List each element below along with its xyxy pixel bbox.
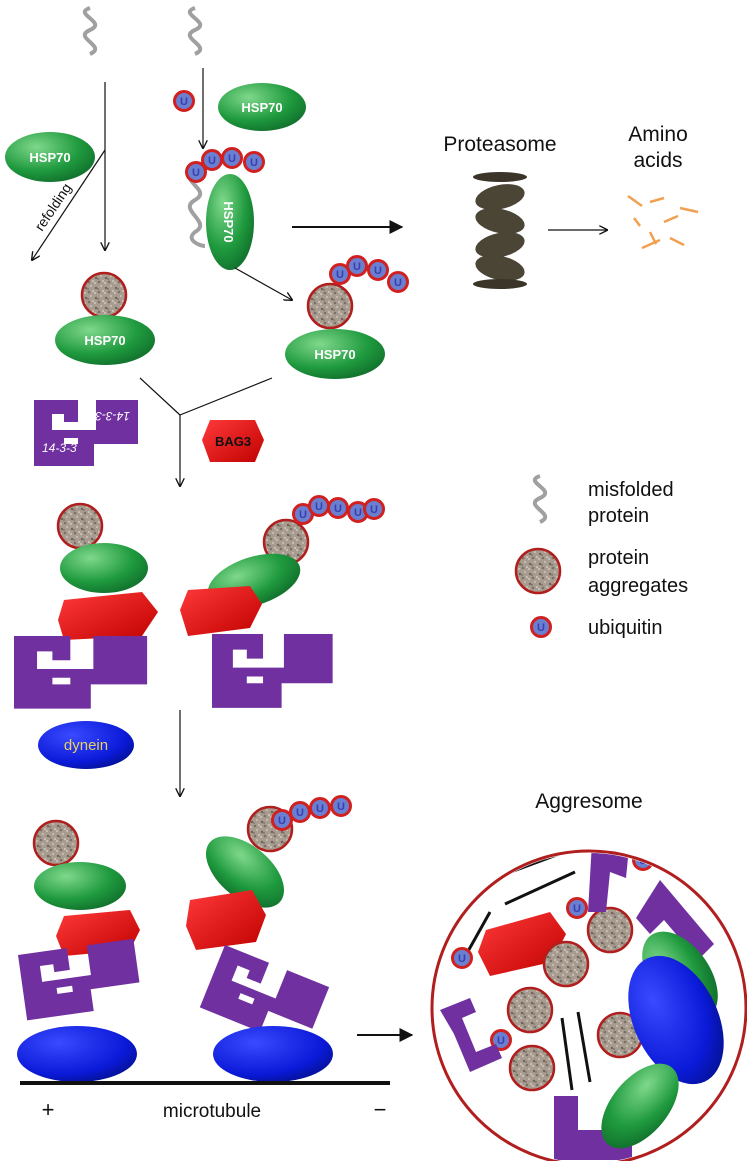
refolding-arrow xyxy=(32,149,106,260)
misfolded-protein-icon xyxy=(532,474,548,524)
ubiquitin-icon xyxy=(173,90,195,112)
refolding-label: refolding xyxy=(31,180,74,233)
svg-text:HSP70: HSP70 xyxy=(221,201,236,242)
adapter-14-3-3-icon: 14-3-3 14-3-3 xyxy=(34,400,138,466)
svg-text:14-3-3: 14-3-3 xyxy=(95,409,130,423)
proteasome-icon xyxy=(473,172,527,289)
bag3-icon: BAG3 xyxy=(202,420,264,462)
protein-aggregate-icon xyxy=(80,271,128,319)
proteasome-label: Proteasome xyxy=(443,133,556,156)
legend: misfolded protein protein aggregates ubi… xyxy=(514,474,688,639)
svg-text:14-3-3: 14-3-3 xyxy=(42,441,77,455)
svg-text:HSP70: HSP70 xyxy=(241,100,282,115)
misfolded-protein-icon xyxy=(187,6,203,56)
chaperone-complex-left xyxy=(14,502,158,709)
aggresome-label: Aggresome xyxy=(535,790,642,813)
svg-text:protein: protein xyxy=(588,505,649,527)
hsp70-free-left: HSP70 xyxy=(5,132,95,182)
arrow-to-ubiquitinated-aggregate xyxy=(234,267,292,300)
svg-text:BAG3: BAG3 xyxy=(215,434,251,449)
chaperone-complex-right xyxy=(180,495,385,708)
svg-text:protein: protein xyxy=(588,547,649,569)
ubiquitin-icon xyxy=(346,255,368,277)
protein-aggregate-icon xyxy=(306,282,354,330)
amino-acids-label-line1: Amino xyxy=(628,123,688,146)
legend-item-protein-aggregates: protein aggregates xyxy=(514,547,688,597)
protein-aggregate-icon xyxy=(514,547,562,595)
svg-text:dynein: dynein xyxy=(64,737,108,754)
motor-complex-left xyxy=(17,819,143,1082)
ubiquitin-icon xyxy=(530,616,552,638)
svg-text:aggregates: aggregates xyxy=(588,575,688,597)
misfolded-protein-icon xyxy=(82,6,98,56)
legend-item-misfolded-protein: misfolded protein xyxy=(532,474,674,527)
amino-acids-icon xyxy=(627,194,699,250)
svg-text:HSP70: HSP70 xyxy=(84,333,125,348)
motor-complex-right xyxy=(186,795,352,1082)
svg-text:ubiquitin: ubiquitin xyxy=(588,617,663,639)
aggresome-icon xyxy=(430,849,747,1161)
legend-item-ubiquitin: ubiquitin xyxy=(530,616,663,639)
ubiquitin-icon xyxy=(367,259,389,281)
merge-line-left xyxy=(139,377,181,416)
dynein-icon: dynein xyxy=(38,721,134,769)
microtubule-label: microtubule xyxy=(163,1101,261,1122)
hsp70-bound-ubiquitinated-aggregate: HSP70 xyxy=(285,329,385,379)
svg-text:HSP70: HSP70 xyxy=(314,347,355,362)
svg-text:HSP70: HSP70 xyxy=(29,150,70,165)
ubiquitin-icon xyxy=(387,271,409,293)
hsp70-ubiquitinated-complex: HSP70 xyxy=(185,147,265,270)
minus-end-label: − xyxy=(374,1097,387,1122)
svg-text:misfolded: misfolded xyxy=(588,479,674,501)
hsp70-free-right: HSP70 xyxy=(218,83,306,131)
amino-acids-label-line2: acids xyxy=(633,149,682,172)
merge-line-right xyxy=(179,377,273,416)
plus-end-label: + xyxy=(42,1097,55,1122)
hsp70-bound-aggregate: HSP70 xyxy=(55,315,155,365)
